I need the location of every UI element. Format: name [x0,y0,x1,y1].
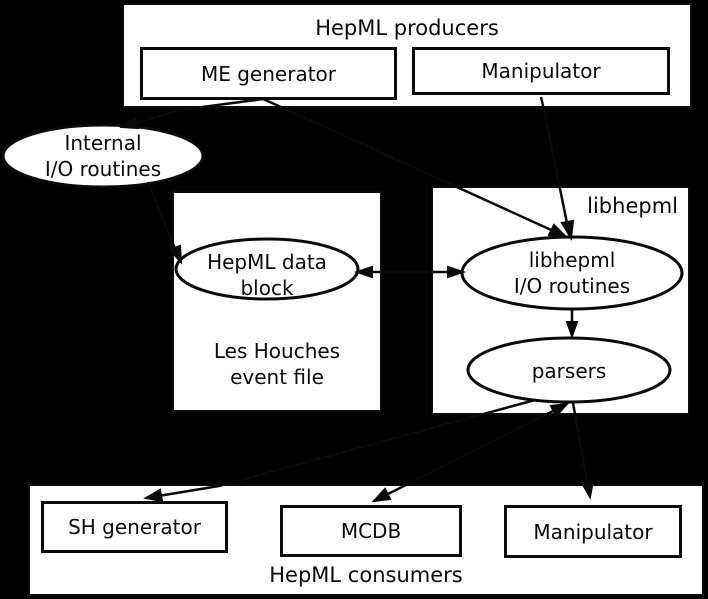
manipulator-consumer-box: Manipulator [504,505,682,558]
manipulator-consumer-label: Manipulator [533,519,653,544]
parsers-label: parsers [531,359,607,383]
libhepml-box-label: libhepml [587,194,678,218]
me-generator-to-internal-io-arrowhead [119,115,140,130]
libhepml-io-label: libhepml I/O routines [513,248,631,298]
consumers-title: HepML consumers [269,563,463,587]
internal-io-label: Internal I/O routines [44,131,162,181]
me-generator-box: ME generator [140,47,397,100]
les-houches-label: Les Houches event file [213,339,341,389]
mcdb-label: MCDB [340,519,402,543]
manipulator-producer-label: Manipulator [481,59,601,83]
parsers-to-manipulator-bottom [571,402,591,494]
sh-generator-label: SH generator [68,515,201,539]
manipulator-producer-box: Manipulator [412,47,670,95]
sh-generator-box: SH generator [41,501,228,553]
hepml-data-label: HepML data block [207,250,327,300]
producers-title: HepML producers [315,16,499,40]
me-generator-label: ME generator [200,61,336,86]
mcdb-box: MCDB [280,505,462,557]
